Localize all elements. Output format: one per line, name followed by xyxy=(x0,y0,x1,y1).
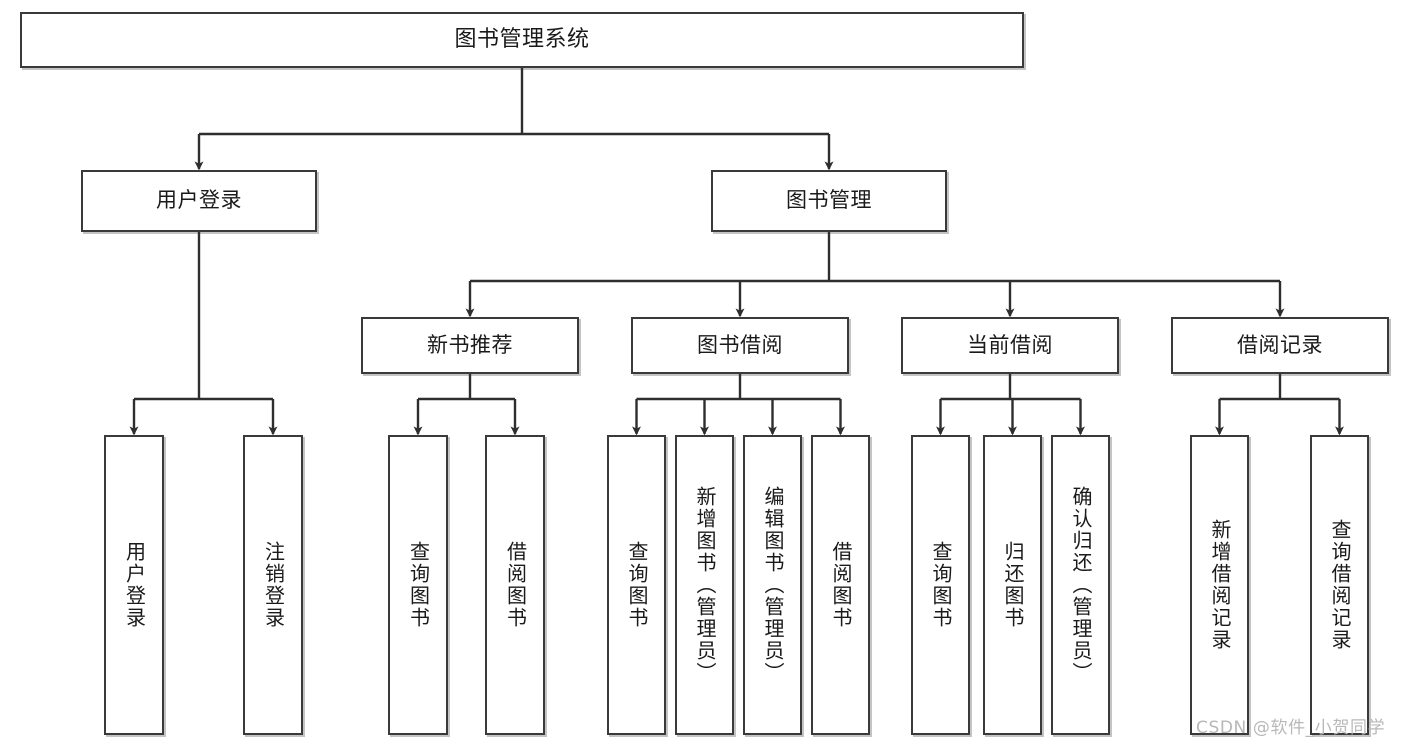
node-label: 查询图书 xyxy=(625,541,649,629)
node-root[interactable]: 图书管理系统 xyxy=(20,12,1024,68)
node-leaf6[interactable]: 新增图书（管理员） xyxy=(675,435,734,735)
node-leaf2[interactable]: 注销登录 xyxy=(243,435,303,735)
node-current[interactable]: 当前借阅 xyxy=(901,317,1119,374)
node-label: 新增借阅记录 xyxy=(1208,519,1232,651)
node-leaf10[interactable]: 归还图书 xyxy=(983,435,1042,735)
node-records[interactable]: 借阅记录 xyxy=(1171,317,1389,374)
node-leaf3[interactable]: 查询图书 xyxy=(388,435,448,735)
node-leaf11[interactable]: 确认归还（管理员） xyxy=(1051,435,1110,735)
node-leaf13[interactable]: 查询借阅记录 xyxy=(1310,435,1369,735)
node-label: 借阅图书 xyxy=(829,541,853,629)
node-label: 当前借阅 xyxy=(967,332,1053,357)
node-label: 图书管理系统 xyxy=(454,26,590,52)
node-label: 查询图书 xyxy=(929,541,953,629)
node-leaf4[interactable]: 借阅图书 xyxy=(485,435,545,735)
node-label: 归还图书 xyxy=(1001,541,1025,629)
node-label: 图书借阅 xyxy=(697,332,783,357)
node-label: 确认归还（管理员） xyxy=(1069,486,1093,684)
csdn-watermark: CSDN @软件_小贺同学 xyxy=(1196,718,1386,738)
node-leaf8[interactable]: 借阅图书 xyxy=(811,435,870,735)
node-leaf1[interactable]: 用户登录 xyxy=(104,435,164,735)
node-login[interactable]: 用户登录 xyxy=(81,170,317,232)
node-label: 编辑图书（管理员） xyxy=(761,486,785,684)
node-bookmgmt[interactable]: 图书管理 xyxy=(711,170,947,232)
node-label: 用户登录 xyxy=(122,541,147,629)
node-label: 新增图书（管理员） xyxy=(693,486,717,684)
node-label: 借阅图书 xyxy=(503,541,528,629)
node-label: 借阅记录 xyxy=(1237,332,1323,357)
node-leaf9[interactable]: 查询图书 xyxy=(911,435,970,735)
node-label: 用户登录 xyxy=(156,188,242,213)
node-label: 查询图书 xyxy=(406,541,431,629)
node-newbook[interactable]: 新书推荐 xyxy=(361,317,579,374)
node-leaf7[interactable]: 编辑图书（管理员） xyxy=(743,435,802,735)
node-borrow[interactable]: 图书借阅 xyxy=(631,317,849,374)
node-leaf12[interactable]: 新增借阅记录 xyxy=(1190,435,1249,735)
node-label: 图书管理 xyxy=(786,188,872,213)
node-label: 新书推荐 xyxy=(427,332,513,357)
node-label: 查询借阅记录 xyxy=(1328,519,1352,651)
node-label: 注销登录 xyxy=(261,541,286,629)
node-leaf5[interactable]: 查询图书 xyxy=(607,435,666,735)
